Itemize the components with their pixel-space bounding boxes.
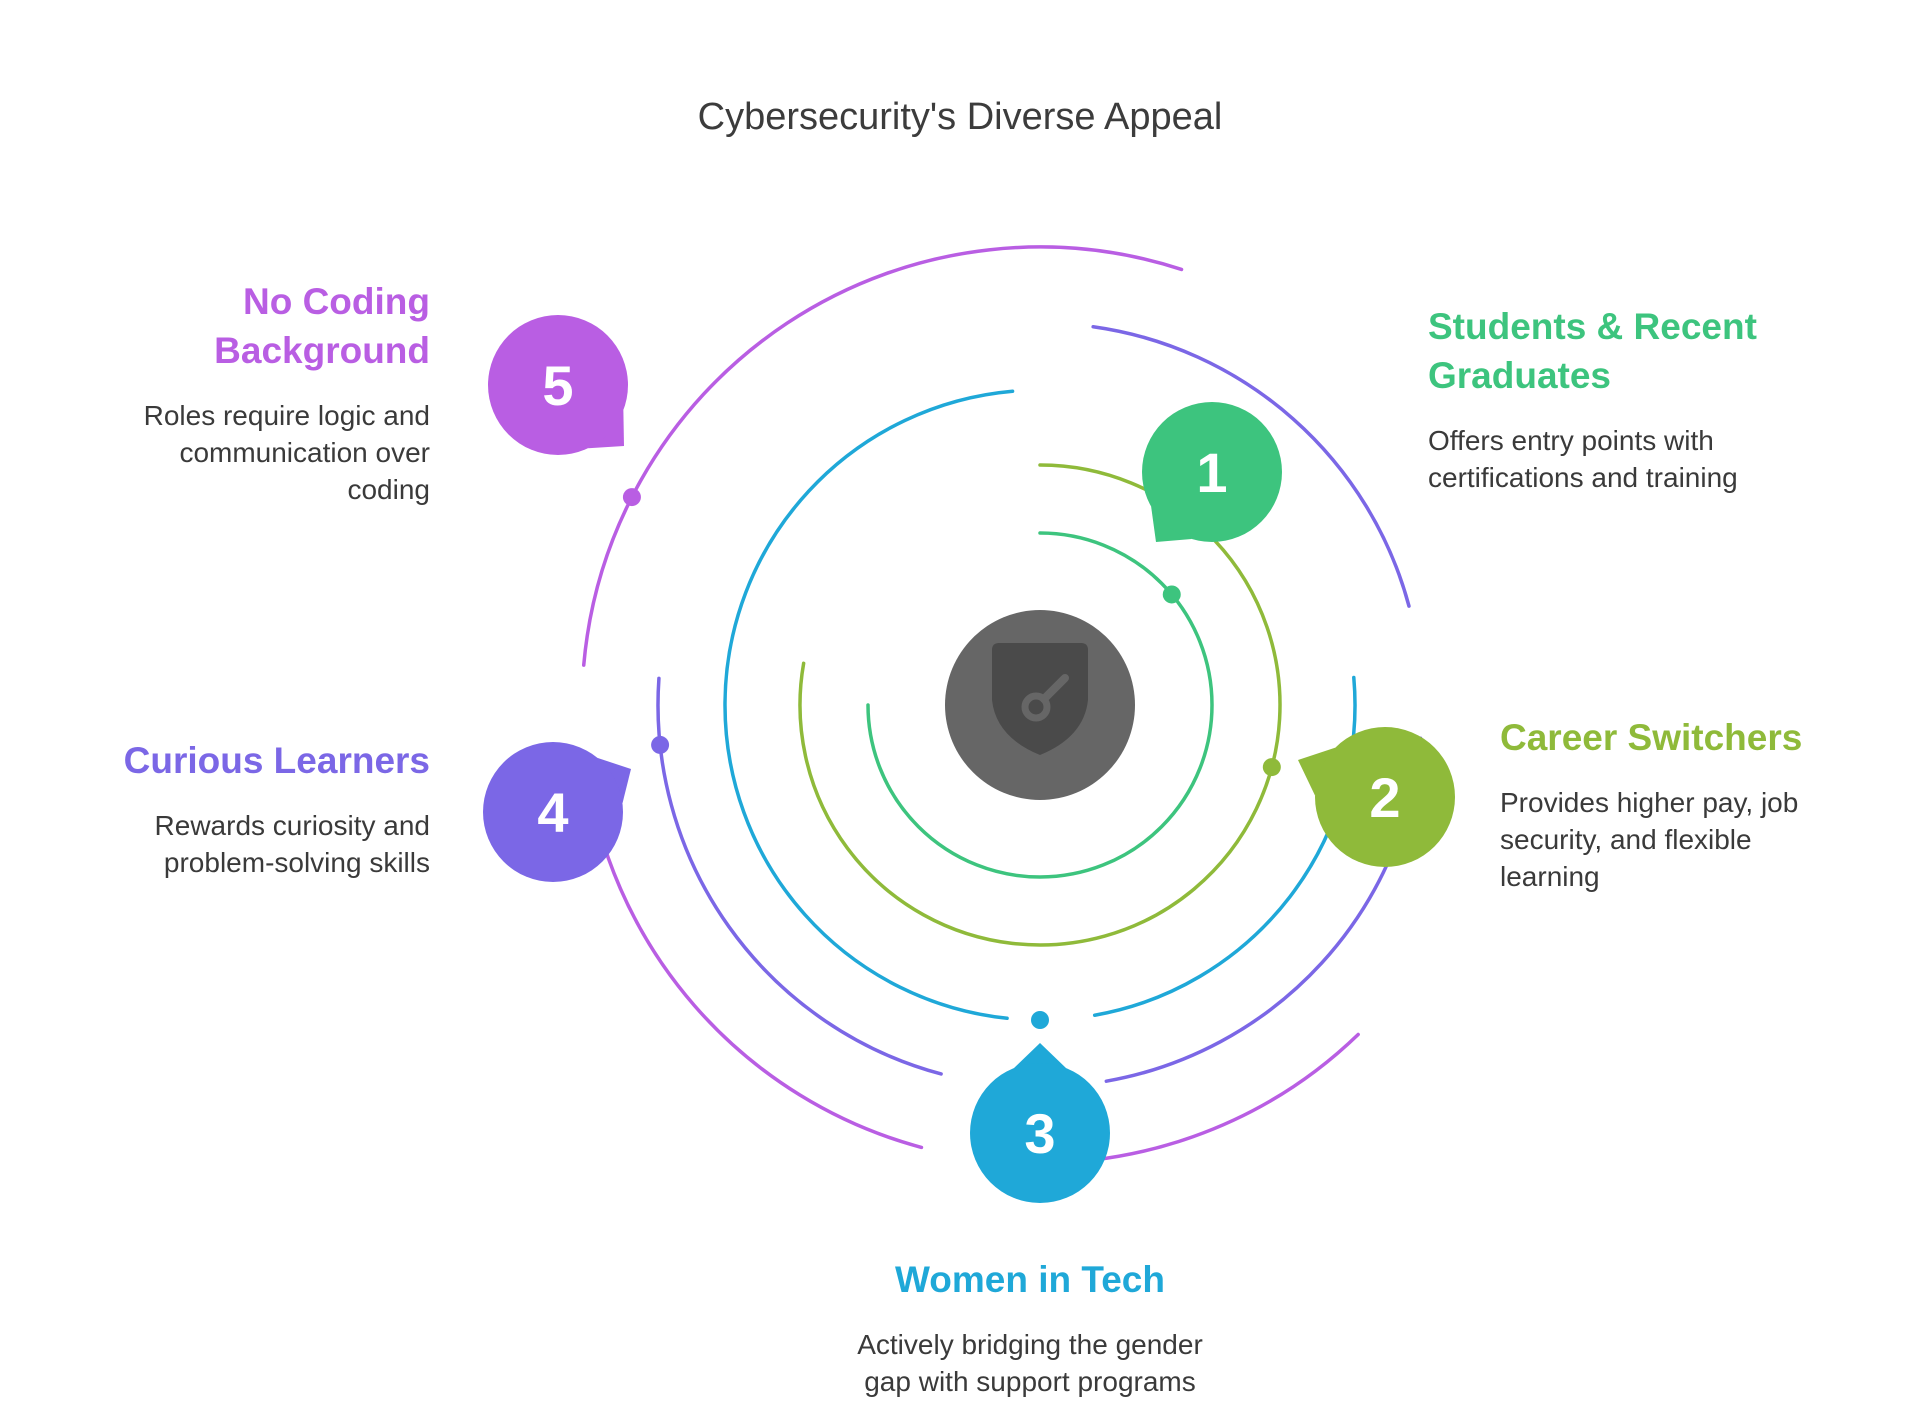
number-bubble (1142, 402, 1282, 542)
description-line: problem-solving skills (163, 847, 430, 878)
ring-arc (866, 531, 1214, 879)
bubble-number: 3 (1024, 1102, 1055, 1165)
bubble-number: 5 (542, 354, 573, 417)
ring-arc (581, 245, 1184, 667)
ring-arc (723, 389, 1015, 1021)
callout-women-in-tech: Women in Tech Actively bridging the gend… (780, 1255, 1280, 1400)
description-line: learning (1500, 861, 1600, 892)
callout-heading: Curious Learners (60, 736, 430, 785)
heading-line: Background (214, 330, 430, 371)
callout-heading: Students & Recent Graduates (1428, 302, 1828, 400)
heading-line: Curious Learners (123, 740, 430, 781)
description-line: gap with support programs (864, 1366, 1196, 1397)
description-line: Provides higher pay, job (1500, 787, 1799, 818)
key-shaft (1040, 674, 1069, 703)
ring-dot (1162, 585, 1181, 604)
ring-dot (622, 488, 641, 507)
description-line: communication over (179, 437, 430, 468)
key-ring (1021, 692, 1051, 722)
heading-line: Women in Tech (895, 1259, 1165, 1300)
callout-curious-learners: Curious Learners Rewards curiosity and p… (60, 736, 430, 881)
heading-line: Students & Recent (1428, 306, 1757, 347)
callout-heading: No Coding Background (60, 277, 430, 375)
description-line: security, and flexible (1500, 824, 1752, 855)
callout-students-graduates: Students & Recent Graduates Offers entry… (1428, 302, 1828, 496)
ring-dot (1262, 758, 1281, 777)
ring-dot (1031, 1011, 1049, 1029)
ring-arc (583, 759, 924, 1150)
ring-dot (651, 735, 670, 754)
number-bubble (970, 1063, 1110, 1203)
callout-description: Actively bridging the gender gap with su… (780, 1326, 1280, 1400)
diagram-title: Cybersecurity's Diverse Appeal (697, 96, 1223, 138)
callout-description: Offers entry points with certifications … (1428, 422, 1828, 496)
callout-description: Roles require logic and communication ov… (60, 397, 430, 508)
description-line: certifications and training (1428, 462, 1738, 493)
description-line: Roles require logic and (143, 400, 430, 431)
callout-heading: Women in Tech (780, 1255, 1280, 1304)
bubble-number: 4 (537, 781, 568, 844)
callout-heading: Career Switchers (1500, 713, 1860, 762)
description-line: coding (347, 474, 430, 505)
heading-line: No Coding (242, 281, 430, 322)
description-line: Rewards curiosity and (154, 810, 430, 841)
ring-arc (1092, 675, 1357, 1017)
ring-arc (656, 676, 943, 1076)
callout-description: Rewards curiosity and problem-solving sk… (60, 807, 430, 881)
callout-description: Provides higher pay, job security, and f… (1500, 784, 1860, 895)
bubble-number: 1 (1196, 441, 1227, 504)
heading-line: Career Switchers (1500, 717, 1803, 758)
number-bubble (1315, 727, 1455, 867)
bubble-number: 2 (1369, 766, 1400, 829)
number-bubble (488, 315, 628, 455)
callout-no-coding: No Coding Background Roles require logic… (60, 277, 430, 508)
callout-career-switchers: Career Switchers Provides higher pay, jo… (1500, 713, 1860, 895)
description-line: Offers entry points with (1428, 425, 1714, 456)
ring-arc (1091, 324, 1411, 608)
description-line: Actively bridging the gender (857, 1329, 1203, 1360)
heading-line: Graduates (1428, 355, 1612, 396)
bubble-tail (1014, 1043, 1066, 1068)
number-bubble (483, 742, 623, 882)
